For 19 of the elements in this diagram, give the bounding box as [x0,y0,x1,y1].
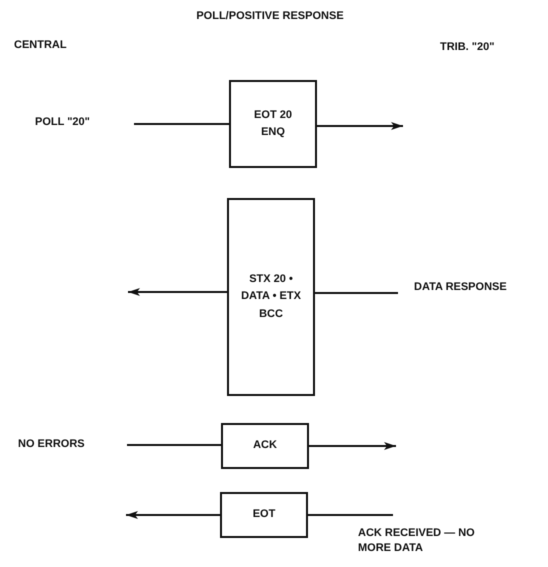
frame-content: EOT [252,507,276,522]
note-label: TRIB. "20" [440,40,496,55]
frame-content: EOT 20 ENQ [253,108,293,140]
arrow [128,288,227,296]
arrow [309,442,396,450]
signal-label: DATA RESPONSE [414,280,524,295]
diagram-title: POLL/POSITIVE RESPONSE [195,9,345,24]
signal-label: NO ERRORS [18,437,123,452]
arrow [317,122,403,130]
frame-box [227,198,315,396]
frame-content: ACK [252,438,278,454]
arrow [126,511,220,519]
frame-content: STX 20 • DATA • ETX BCC [240,272,302,322]
frame-box [220,492,308,538]
note-label: CENTRAL [14,38,68,53]
note-label: ACK RECEIVED — NO MORE DATA [358,526,476,556]
signal-label: POLL "20" [35,115,130,130]
frame-box [221,423,309,469]
frame-box [229,80,317,168]
